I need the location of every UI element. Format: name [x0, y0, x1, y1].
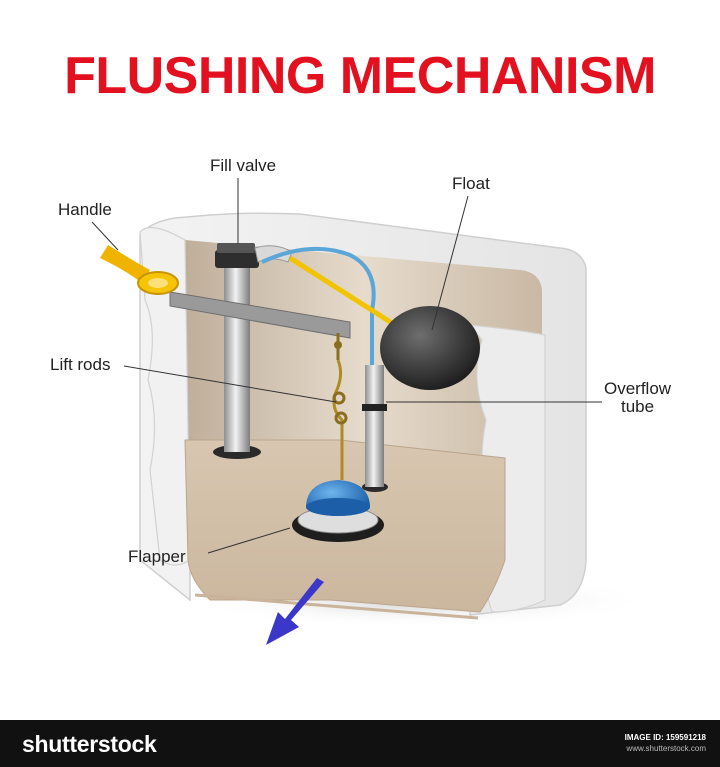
- leader-lines: [91, 178, 602, 554]
- float-arm: [288, 255, 397, 328]
- label-lift-rods: Lift rods: [50, 355, 111, 374]
- leader-handle: [91, 221, 119, 251]
- image-id-block: IMAGE ID: 159591218 www.shutterstock.com: [625, 732, 706, 754]
- leader-flapper: [207, 527, 291, 554]
- tank: [139, 212, 587, 620]
- leader-float: [431, 195, 469, 331]
- handle: [100, 245, 179, 295]
- flow-arrow: [266, 578, 324, 645]
- site-url: www.shutterstock.com: [626, 744, 706, 754]
- refill-tube: [261, 246, 376, 365]
- leader-lift-rods: [123, 365, 337, 403]
- trip-lever: [169, 291, 351, 339]
- label-float: Float: [452, 174, 490, 193]
- page-title: FLUSHING MECHANISM: [64, 47, 656, 105]
- label-flapper: Flapper: [128, 547, 186, 566]
- label-overflow-line1: Overflow: [604, 379, 672, 398]
- shutterstock-logo: shutterstock: [22, 731, 157, 757]
- image-id: IMAGE ID: 159591218: [624, 733, 706, 742]
- tank-left-wall: [139, 226, 191, 566]
- flapper: [292, 480, 384, 542]
- float-ball: [380, 306, 480, 390]
- overflow-tube: [362, 365, 388, 492]
- label-handle: Handle: [58, 200, 112, 219]
- footer-bar: shutterstock IMAGE ID: 159591218 www.shu…: [0, 720, 720, 767]
- label-overflow-tube: Overflow tube: [604, 380, 671, 416]
- lift-rods: [332, 333, 348, 480]
- tank-floor-edge: [194, 593, 479, 620]
- flushing-mechanism-diagram: [91, 178, 650, 645]
- label-fill-valve: Fill valve: [210, 156, 277, 175]
- label-overflow-line2: tube: [620, 396, 655, 416]
